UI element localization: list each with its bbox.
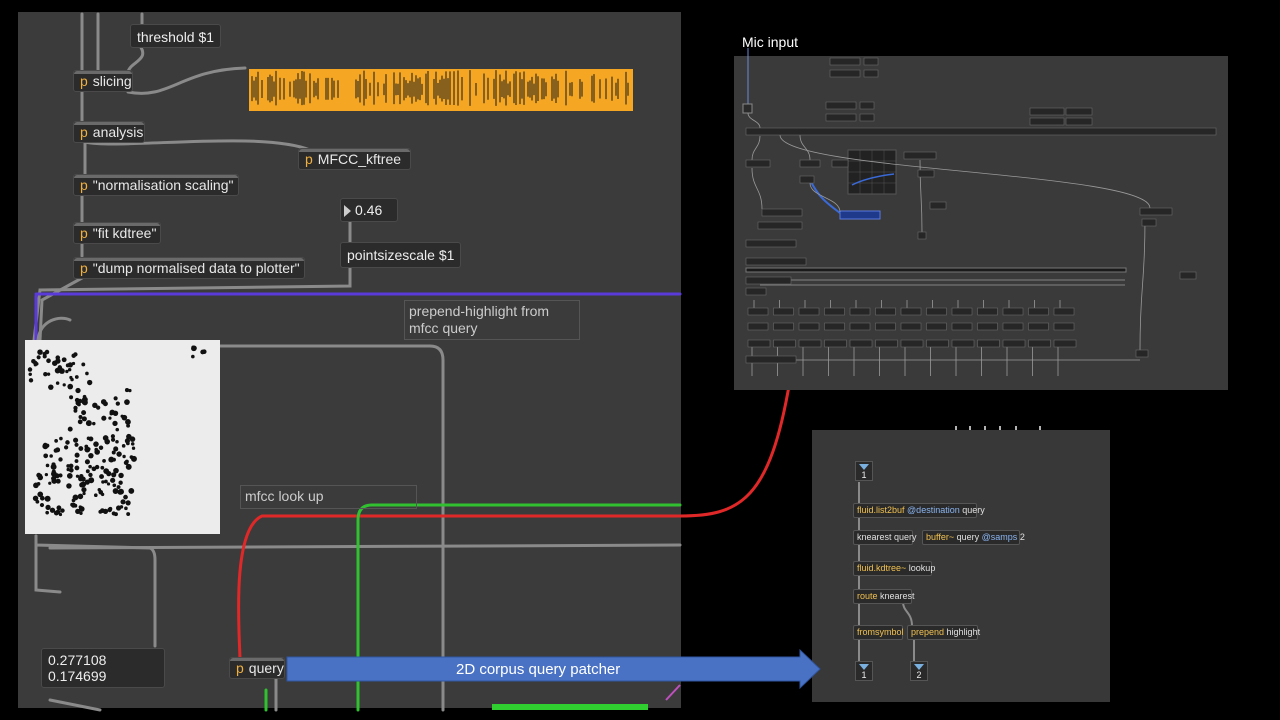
object-attr: @destination: [907, 505, 960, 515]
p-prefix: p: [305, 151, 313, 167]
object-arg: query: [956, 532, 980, 542]
object-name: route: [857, 591, 878, 601]
object-arg: 2: [1019, 532, 1025, 542]
fromsymbol-object[interactable]: fromsymbol: [853, 625, 904, 640]
object-arg: highlight: [946, 627, 981, 637]
list2buf-object[interactable]: fluid.list2buf @destination query: [853, 503, 985, 518]
object-name: fluid.kdtree~: [857, 563, 907, 573]
buffer-object[interactable]: buffer~ query @samps 2: [922, 530, 1025, 545]
query-outlet-1[interactable]: 1: [855, 661, 873, 681]
fit-kdtree-object[interactable]: p"fit kdtree": [73, 222, 161, 244]
object-label: "normalisation scaling": [92, 177, 234, 193]
p-prefix: p: [236, 660, 244, 676]
p-prefix: p: [80, 124, 88, 140]
object-arg: query: [962, 505, 985, 515]
arrow-label: 2D corpus query patcher: [456, 661, 621, 678]
knearest-query-message[interactable]: knearest query: [853, 530, 917, 545]
prepend-highlight-object[interactable]: prepend highlight: [907, 625, 981, 640]
p-prefix: p: [80, 177, 88, 193]
dump-plotter-object[interactable]: p"dump normalised data to plotter": [73, 257, 305, 279]
object-attr: @samps: [981, 532, 1018, 542]
object-name: buffer~: [926, 532, 955, 542]
object-label: "dump normalised data to plotter": [92, 260, 300, 276]
p-prefix: p: [80, 73, 88, 89]
object-name: fluid.list2buf: [857, 505, 905, 515]
mic-input-label: Mic input: [742, 34, 799, 50]
object-label: MFCC_kftree: [317, 151, 402, 167]
coord-x: 0.277108: [48, 652, 107, 668]
threshold-message[interactable]: threshold $1: [130, 24, 222, 48]
object-label: analysis: [92, 124, 144, 140]
object-name: fromsymbol: [857, 627, 904, 637]
p-prefix: p: [80, 225, 88, 241]
normalisation-object[interactable]: p"normalisation scaling": [73, 174, 239, 196]
object-name: prepend: [911, 627, 945, 637]
route-object[interactable]: route knearest: [853, 589, 915, 604]
object-label: query: [248, 660, 284, 676]
pointsizescale-message[interactable]: pointsizescale $1: [340, 242, 462, 268]
kdtree-object[interactable]: fluid.kdtree~ lookup: [853, 561, 935, 576]
query-inlet-1[interactable]: 1: [855, 461, 873, 481]
p-prefix: p: [80, 260, 88, 276]
prepend-highlight-comment: prepend-highlight from mfcc query: [404, 300, 580, 340]
number-value: 0.46: [355, 202, 383, 218]
object-arg: knearest: [880, 591, 915, 601]
mfcc-lookup-comment: mfcc look up: [240, 485, 417, 509]
object-label: slicing: [92, 73, 132, 89]
query-outlet-2[interactable]: 2: [910, 661, 928, 681]
number-arrow-icon: [344, 205, 351, 217]
object-label: "fit kdtree": [92, 225, 157, 241]
pointsize-number-box[interactable]: 0.46: [340, 198, 398, 222]
coordinates-display: 0.277108 0.174699: [41, 648, 165, 688]
coord-y: 0.174699: [48, 668, 107, 684]
object-arg: lookup: [908, 563, 936, 573]
